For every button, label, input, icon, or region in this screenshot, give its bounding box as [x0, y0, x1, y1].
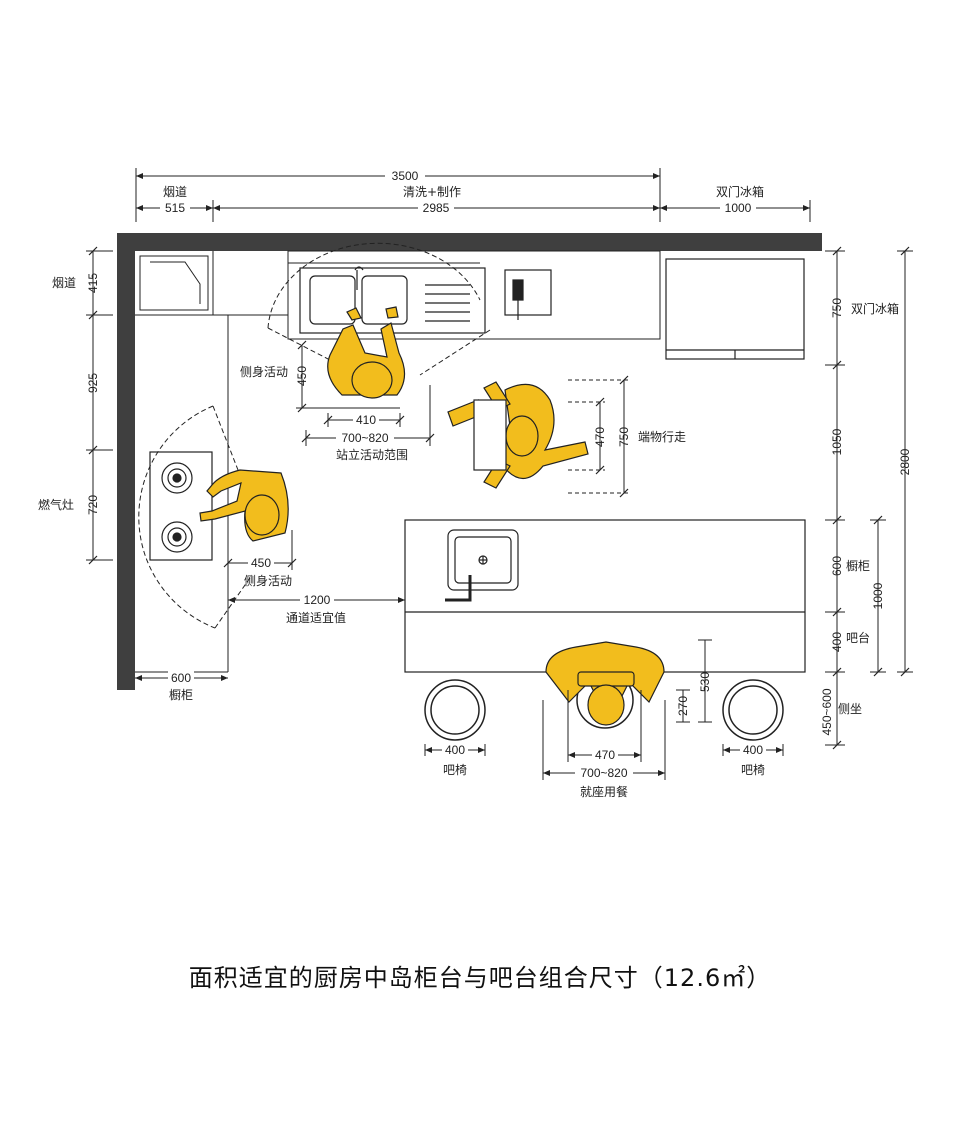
- dim-750-side: 750: [617, 427, 631, 447]
- label-bar-chair-left: 吧椅: [443, 763, 467, 777]
- label-seated-dining: 就座用餐: [580, 784, 628, 799]
- dim-925: 925: [86, 373, 100, 393]
- flue-box: [139, 255, 209, 311]
- label-fridge-right: 双门冰箱: [851, 301, 899, 316]
- dim-750-right: 750: [830, 298, 844, 318]
- left-dimensions: [86, 250, 113, 561]
- label-bar-chair-right: 吧椅: [741, 763, 765, 777]
- dim-415: 415: [86, 273, 100, 293]
- walls: [117, 233, 822, 690]
- dim-470-seat: 470: [595, 748, 615, 762]
- dim-700-820-seat: 700~820: [580, 766, 627, 780]
- dim-2800: 2800: [898, 448, 912, 475]
- top-counter: [287, 250, 661, 340]
- dim-600-right: 600: [830, 556, 844, 576]
- label-cabinet-left: 橱柜: [169, 688, 193, 702]
- dim-1000-right: 1000: [871, 582, 885, 609]
- right-dimensions: [825, 250, 913, 746]
- label-passage: 通道适宜值: [286, 610, 346, 625]
- dim-270: 270: [676, 696, 690, 716]
- sink-activity-arc: [267, 242, 491, 376]
- label-flue-top: 烟道: [163, 185, 187, 199]
- dim-400-left: 400: [445, 743, 465, 757]
- label-side-move-top: 侧身活动: [240, 364, 288, 379]
- label-cabinet-right: 橱柜: [846, 559, 870, 573]
- dim-410: 410: [356, 413, 376, 427]
- dim-720: 720: [86, 495, 100, 515]
- label-carry-walk: 端物行走: [638, 430, 686, 444]
- person-carrying: [447, 381, 589, 489]
- label-stand-range: 站立活动范围: [336, 447, 408, 462]
- bar-chair-left: [424, 679, 486, 741]
- figure-caption: 面积适宜的厨房中岛柜台与吧台组合尺寸（12.6㎡）: [188, 964, 772, 992]
- dim-450-stove: 450: [251, 556, 271, 570]
- double-door-fridge: [665, 258, 805, 360]
- kitchen-sink: [299, 266, 486, 334]
- carry-dimensions: [568, 379, 628, 494]
- dim-450-600: 450~600: [820, 688, 834, 735]
- label-bar-counter: 吧台: [846, 630, 870, 645]
- bar-chair-right: [722, 679, 784, 741]
- label-side-move-stove: 侧身活动: [244, 573, 292, 588]
- dim-450-sink: 450: [295, 366, 309, 386]
- person-at-stove: [199, 469, 289, 542]
- cutting-board: [504, 269, 552, 320]
- dim-2985: 2985: [423, 201, 450, 215]
- stove-activity-arc: [138, 405, 253, 629]
- person-seated: [545, 641, 665, 726]
- label-fridge-top: 双门冰箱: [716, 184, 764, 199]
- dim-400-right: 400: [830, 632, 844, 652]
- dim-1200: 1200: [304, 593, 331, 607]
- gas-stove: [149, 451, 213, 561]
- label-work-zone: 清洗+制作: [403, 185, 461, 199]
- dim-515: 515: [165, 201, 185, 215]
- top-dimensions: [135, 168, 811, 222]
- label-flue-left: 烟道: [52, 276, 76, 290]
- label-gas-stove: 燃气灶: [38, 497, 74, 512]
- dim-1050: 1050: [830, 428, 844, 455]
- dim-530: 530: [698, 672, 712, 692]
- dim-3500: 3500: [392, 169, 419, 183]
- dim-700-820-top: 700~820: [341, 431, 388, 445]
- carried-tray: [473, 399, 507, 471]
- dim-600-left: 600: [171, 671, 191, 685]
- person-at-sink: [327, 306, 406, 399]
- dim-400-right: 400: [743, 743, 763, 757]
- dim-1000-top: 1000: [725, 201, 752, 215]
- dim-470-side: 470: [593, 427, 607, 447]
- label-side-seat: 侧坐: [838, 702, 862, 716]
